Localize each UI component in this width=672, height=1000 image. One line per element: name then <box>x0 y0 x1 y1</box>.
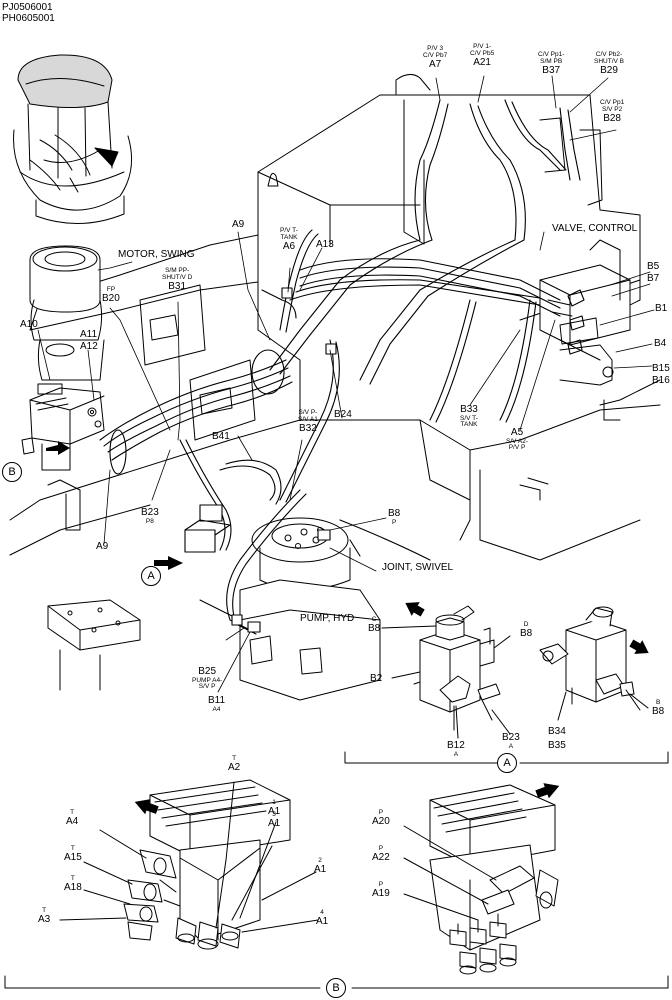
machine-overview-inset <box>13 54 133 224</box>
label-b7: B7 <box>647 273 660 284</box>
label-b5: B5 <box>647 261 660 272</box>
detail-a-drawing <box>344 602 669 764</box>
title-joint-swivel: JOINT, SWIVEL <box>382 562 454 573</box>
title-pump-hyd: PUMP, HYD <box>300 613 355 624</box>
label-a11: A11 <box>80 329 98 340</box>
label-a13: A13 <box>316 239 334 250</box>
label-b1: B1 <box>655 303 668 314</box>
view-a-marker-detail: A <box>497 753 517 773</box>
view-b-marker-detail: B <box>326 978 346 998</box>
label-a9-left: A9 <box>96 541 109 552</box>
label-a9-top: A9 <box>232 219 245 230</box>
view-b-marker-main: B <box>2 462 22 482</box>
label-a10: A10 <box>20 319 38 330</box>
label-b15: B15 <box>652 363 670 374</box>
frame-and-tank <box>9 74 661 701</box>
label-detail-a-b34: B34 <box>548 726 566 737</box>
label-detail-a-b35: B35 <box>548 740 566 751</box>
title-motor-swing: MOTOR, SWING <box>118 249 195 260</box>
main-leader-lines <box>37 75 655 693</box>
label-b16: B16 <box>652 375 670 386</box>
main-view-arrows <box>46 441 183 570</box>
label-a12: A12 <box>80 341 98 352</box>
hose-bundles <box>99 99 601 635</box>
detail-b-drawing <box>4 779 669 989</box>
label-b41: B41 <box>212 431 230 442</box>
label-b4: B4 <box>654 338 667 349</box>
drawing-id-2: PH0605001 <box>2 13 55 24</box>
title-valve-control: VALVE, CONTROL <box>552 223 638 234</box>
drawing-id-1: PJ0506001 <box>2 2 53 13</box>
view-a-marker-main: A <box>141 566 161 586</box>
label-detail-a-b2: B2 <box>370 673 383 684</box>
label-b24: B24 <box>334 409 352 420</box>
